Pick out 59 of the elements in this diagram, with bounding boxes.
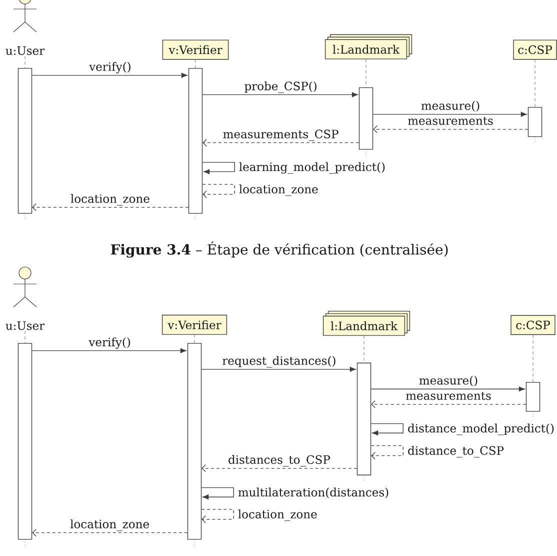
return-arrow — [202, 464, 358, 472]
activation-bar — [18, 342, 32, 540]
self-message-arrow — [201, 508, 234, 524]
message-label: location_zone — [70, 519, 149, 531]
message-label: verify() — [89, 62, 130, 74]
object-box: c:CSP — [513, 40, 557, 60]
message-label: distance_to_CSP — [408, 446, 504, 458]
activation-bar — [18, 68, 32, 214]
message-label: measurements — [408, 116, 493, 125]
message-arrow — [32, 72, 188, 78]
stacked-object-box: l:Landmark — [322, 310, 410, 336]
message-label: probe_CSP() — [244, 81, 316, 93]
message-label: distance_model_predict() — [408, 424, 554, 436]
object-box: v:Verifier — [162, 40, 229, 60]
self-message-arrow — [202, 162, 235, 174]
message-label: multilateration(distances) — [238, 488, 388, 498]
self-message-arrow — [370, 423, 404, 436]
message-label: learning_model_predict() — [239, 162, 385, 174]
actor-name: u:User — [6, 321, 45, 330]
message-arrow — [372, 112, 527, 117]
lifeline — [534, 59, 536, 108]
message-label: request_distances() — [222, 356, 336, 368]
message-arrow — [201, 366, 356, 372]
activation-bar — [188, 68, 203, 214]
message-label: measurements — [406, 392, 491, 400]
self-message-arrow — [370, 445, 404, 460]
message-label: measure() — [421, 101, 480, 112]
figure-caption: Figure 3.4 – Étape de vérification (centralisée) — [110, 242, 448, 258]
self-message-arrow — [201, 487, 234, 500]
message-arrow — [202, 92, 358, 98]
message-label: measurements_CSP — [223, 130, 338, 141]
message-label: measure() — [419, 376, 478, 386]
object-box: c:CSP — [510, 315, 556, 335]
lifeline — [24, 330, 26, 344]
actor-name: u:User — [6, 46, 45, 55]
return-arrow — [32, 203, 189, 212]
self-message-arrow — [202, 184, 235, 198]
object-box: v:Verifier — [162, 314, 228, 335]
activation-bar — [358, 87, 374, 150]
lifeline — [194, 334, 195, 344]
return-arrow — [373, 125, 528, 134]
message-arrow — [370, 386, 525, 392]
activation-bar — [356, 362, 372, 476]
message-label: location_zone — [238, 510, 317, 521]
message-arrow — [32, 348, 186, 354]
message-label: location_zone — [239, 184, 318, 196]
lifeline — [195, 59, 196, 68]
message-label: distances_to_CSP — [228, 455, 330, 466]
message-label: location_zone — [70, 194, 150, 206]
activation-bar — [526, 382, 540, 412]
lifeline — [24, 56, 26, 68]
activation-bar — [187, 342, 202, 540]
lifeline — [532, 334, 534, 382]
return-arrow — [202, 138, 360, 147]
message-label: verify() — [88, 337, 130, 349]
return-arrow — [371, 400, 526, 408]
stacked-object-box: l:Landmark — [324, 34, 412, 60]
activation-bar — [528, 106, 542, 138]
return-arrow — [32, 528, 188, 537]
